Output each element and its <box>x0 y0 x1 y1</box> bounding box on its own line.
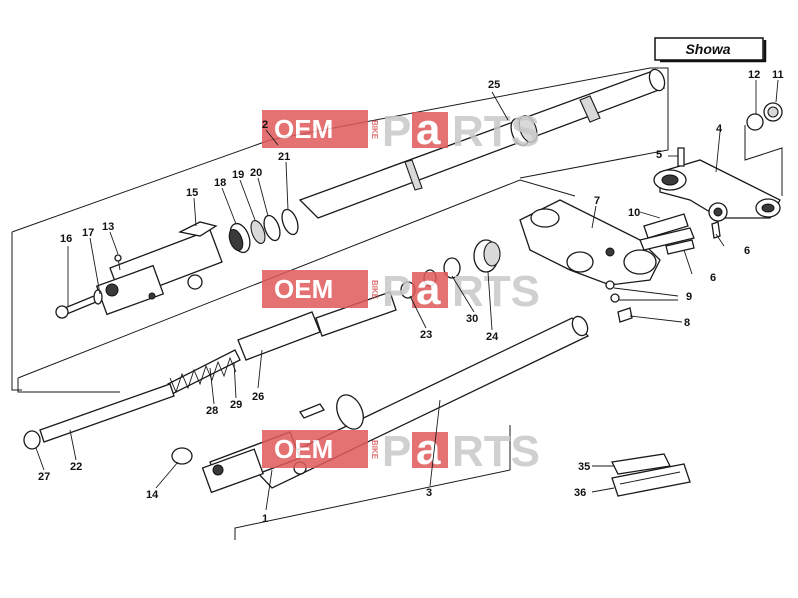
callout-6a: 6 <box>744 245 750 257</box>
svg-text:RTS: RTS <box>452 107 540 156</box>
callout-9: 9 <box>686 291 692 303</box>
callout-2: 2 <box>262 119 268 131</box>
svg-text:a: a <box>416 105 441 154</box>
hardware-small <box>605 102 783 323</box>
callout-1: 1 <box>262 513 268 525</box>
leader-lines <box>35 79 779 511</box>
fork-internals <box>23 239 501 450</box>
svg-text:BIKE: BIKE <box>370 280 379 300</box>
callout-8: 8 <box>684 317 690 329</box>
svg-text:P: P <box>382 107 411 156</box>
svg-text:OEM: OEM <box>274 434 333 464</box>
callout-16: 16 <box>60 233 72 245</box>
callout-18: 18 <box>214 177 226 189</box>
callout-25: 25 <box>488 79 500 91</box>
callout-11: 11 <box>772 69 784 81</box>
seal-25 <box>510 115 538 147</box>
svg-text:OEM: OEM <box>274 274 333 304</box>
callout-15: 15 <box>186 187 198 199</box>
svg-text:RTS: RTS <box>452 427 540 476</box>
callout-28: 28 <box>206 405 218 417</box>
callout-35: 35 <box>578 461 590 473</box>
callout-5: 5 <box>656 149 662 161</box>
callout-22: 22 <box>70 461 82 473</box>
callout-20: 20 <box>250 167 262 179</box>
callout-13: 13 <box>102 221 114 233</box>
callout-labels: 1 2 3 4 5 6 6 7 8 9 10 11 12 13 14 15 16… <box>38 69 784 525</box>
triple-clamp-lower-7 <box>519 199 695 286</box>
svg-text:BIKE: BIKE <box>370 120 379 140</box>
fork-leg-upper <box>55 68 666 319</box>
callout-21: 21 <box>278 151 290 163</box>
svg-text:a: a <box>416 265 441 314</box>
callout-12: 12 <box>748 69 760 81</box>
callout-27: 27 <box>38 471 50 483</box>
callout-7: 7 <box>594 195 600 207</box>
callout-19: 19 <box>232 169 244 181</box>
callout-17: 17 <box>82 227 94 239</box>
callout-29: 29 <box>230 399 242 411</box>
triple-clamp-upper-4 <box>653 159 781 222</box>
watermark-top: OEM BIKE P a RTS <box>262 105 540 156</box>
callout-4: 4 <box>716 123 723 135</box>
callout-6b: 6 <box>710 272 716 284</box>
callout-24: 24 <box>486 331 499 343</box>
callout-23: 23 <box>420 329 432 341</box>
svg-text:P: P <box>382 267 411 316</box>
watermark-middle: OEM BIKE P a RTS <box>262 265 540 316</box>
brand-label: Showa <box>685 41 730 57</box>
callout-3: 3 <box>426 487 432 499</box>
pads-35-36 <box>611 453 691 497</box>
svg-text:a: a <box>416 425 441 474</box>
watermark: OEM BIKE P a RTS OEM BIKE P a RTS OEM BI… <box>262 105 540 476</box>
callout-30: 30 <box>466 313 478 325</box>
watermark-bottom: OEM BIKE P a RTS <box>262 425 540 476</box>
svg-text:P: P <box>382 427 411 476</box>
callout-14: 14 <box>146 489 159 501</box>
callout-10: 10 <box>628 207 640 219</box>
callout-36: 36 <box>574 487 586 499</box>
svg-text:RTS: RTS <box>452 267 540 316</box>
group-frames <box>11 67 783 540</box>
brand-box: Showa <box>654 37 767 63</box>
callout-26: 26 <box>252 391 264 403</box>
svg-text:BIKE: BIKE <box>370 440 379 460</box>
svg-text:OEM: OEM <box>274 114 333 144</box>
